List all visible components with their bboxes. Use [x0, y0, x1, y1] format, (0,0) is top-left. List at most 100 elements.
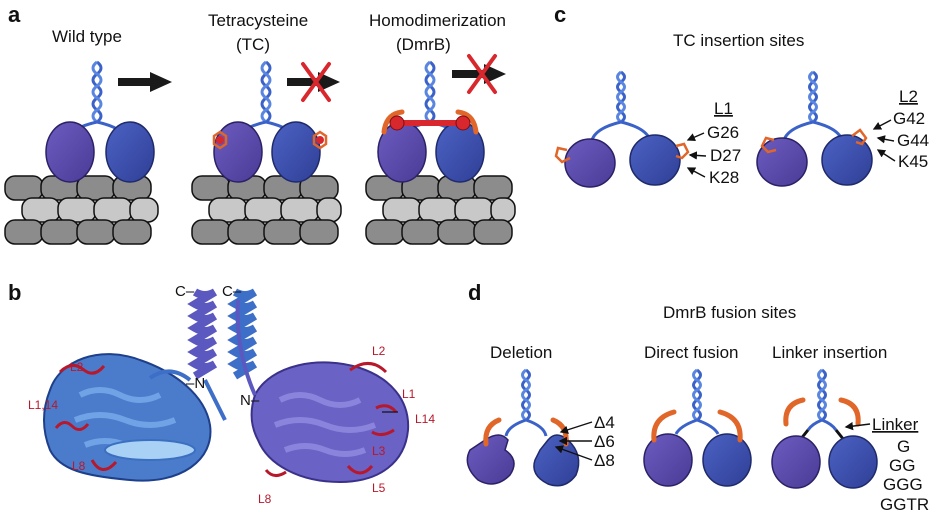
- coiled-coil: [91, 60, 103, 124]
- linker-header: Linker: [872, 415, 919, 434]
- tc-tag-left: [212, 130, 228, 150]
- motility-arrow: [118, 72, 172, 92]
- linker-g: G: [897, 437, 910, 456]
- dmrb-linker-motor: [771, 368, 878, 489]
- deletion-delta6: Δ6: [594, 432, 615, 451]
- subtitle-direct-fusion: Direct fusion: [644, 343, 738, 362]
- actin-filament: [365, 175, 516, 245]
- panel-a-title-dmrb-line1: Homodimerization: [369, 11, 506, 30]
- dmrb-deletion-motor: [466, 368, 580, 487]
- motor-head-left: [466, 434, 515, 485]
- motor-tc: [191, 60, 342, 245]
- motor-head-left: [771, 435, 821, 489]
- l2-header: L2: [899, 87, 918, 106]
- motor-head-left: [564, 138, 616, 188]
- crystal-structure: [43, 288, 410, 484]
- loop-l2-left: [58, 364, 106, 375]
- motor-dmrb: [365, 54, 516, 245]
- l2-site-g42: G42: [893, 109, 925, 128]
- l1-site-arrows: [686, 132, 707, 178]
- loop-label-l3-right: L3: [372, 444, 386, 458]
- linker-ggtr: GGTR: [880, 495, 929, 514]
- motor-head-right: [828, 435, 878, 489]
- motor-head-left: [756, 137, 808, 187]
- loop-l1-right: [375, 404, 398, 413]
- motor-wildtype: [4, 60, 172, 245]
- loop-label-l8-right: L8: [258, 492, 272, 506]
- right-motor-domain: [235, 299, 410, 484]
- terminus-c1: C–: [175, 283, 195, 300]
- coiled-coil: [424, 60, 436, 124]
- deletion-delta4: Δ4: [594, 413, 615, 432]
- linker-arrow: [844, 421, 871, 431]
- l1-site-k28: K28: [709, 168, 739, 187]
- subtitle-deletion: Deletion: [490, 343, 552, 362]
- l2-site-g44: G44: [897, 131, 929, 150]
- loop-l2-right: [349, 362, 388, 374]
- l1-site-g26: G26: [707, 123, 739, 142]
- panel-c-title: TC insertion sites: [673, 31, 804, 50]
- l2-site-k45: K45: [898, 152, 928, 171]
- motor-head-right: [629, 134, 681, 186]
- panel-c-letter: c: [554, 2, 566, 27]
- loop-label-l1-right: L1: [402, 387, 416, 401]
- subtitle-linker-insertion: Linker insertion: [772, 343, 887, 362]
- loop-label-l8-left: L8: [72, 459, 86, 473]
- panel-a-title-wildtype: Wild type: [52, 27, 122, 46]
- loop-l1-left: [54, 421, 90, 431]
- panel-a-title-tc-line1: Tetracysteine: [208, 11, 308, 30]
- motor-head-right: [821, 134, 873, 186]
- panel-a-title-tc-line2: (TC): [236, 35, 270, 54]
- linker-gg: GG: [889, 456, 915, 475]
- tc-tag-left: [554, 146, 571, 164]
- panel-a-title-dmrb-line2: (DmrB): [396, 35, 451, 54]
- coiled-coil: [260, 60, 272, 124]
- tc-tag-right: [851, 128, 868, 146]
- panel-d-title: DmrB fusion sites: [663, 303, 796, 322]
- motility-arrow: [287, 72, 340, 92]
- deletion-delta8: Δ8: [594, 451, 615, 470]
- loop-l8-right: [264, 468, 287, 477]
- central-helices: [187, 288, 258, 421]
- actin-filament: [191, 175, 342, 245]
- loop-l3-right: [371, 428, 395, 437]
- blocked-cross-icon: [301, 62, 331, 102]
- tc-motor-l2: [756, 70, 873, 187]
- panel-a-letter: a: [8, 2, 21, 27]
- motor-head-right: [271, 121, 321, 183]
- terminus-c2: C–: [222, 283, 242, 300]
- motility-arrow: [452, 64, 506, 84]
- loop-l8-left: [90, 459, 118, 471]
- terminus-n1: –N: [186, 375, 205, 392]
- l1-header: L1: [714, 99, 733, 118]
- motor-head-left: [45, 121, 95, 183]
- loop-label-l2-right: L2: [372, 344, 386, 358]
- motor-head-left: [213, 121, 263, 183]
- terminus-n2: N–: [240, 392, 260, 409]
- l2-site-arrows: [872, 119, 896, 162]
- blocked-cross-icon: [467, 54, 497, 94]
- dmrb-crosslink: [381, 109, 479, 135]
- deletion-arrows: [554, 421, 593, 461]
- motor-head-right: [105, 121, 155, 183]
- tc-tag-right: [312, 130, 328, 150]
- loop-label-l1-14-left: L1,14: [28, 398, 58, 412]
- motor-head-right: [702, 433, 752, 487]
- panel-d-letter: d: [468, 280, 481, 305]
- tc-tag-left: [760, 136, 777, 154]
- loop-label-l14-right: L14: [415, 412, 435, 426]
- actin-filament: [4, 175, 159, 245]
- l1-site-d27: D27: [710, 146, 741, 165]
- left-motor-domain: [43, 353, 212, 482]
- motor-head-right: [533, 434, 580, 487]
- motor-head-left: [643, 433, 693, 487]
- tc-motor-l1: [554, 70, 690, 188]
- tc-tag-right: [675, 142, 690, 160]
- panel-b-letter: b: [8, 280, 21, 305]
- dmrb-direct-fusion-motor: [643, 368, 752, 487]
- loop-l5-right: [346, 464, 374, 475]
- linker-ggg: GGG: [883, 475, 923, 494]
- loop-label-l2-left: L2: [70, 360, 84, 374]
- loop-label-l5-right: L5: [372, 481, 386, 495]
